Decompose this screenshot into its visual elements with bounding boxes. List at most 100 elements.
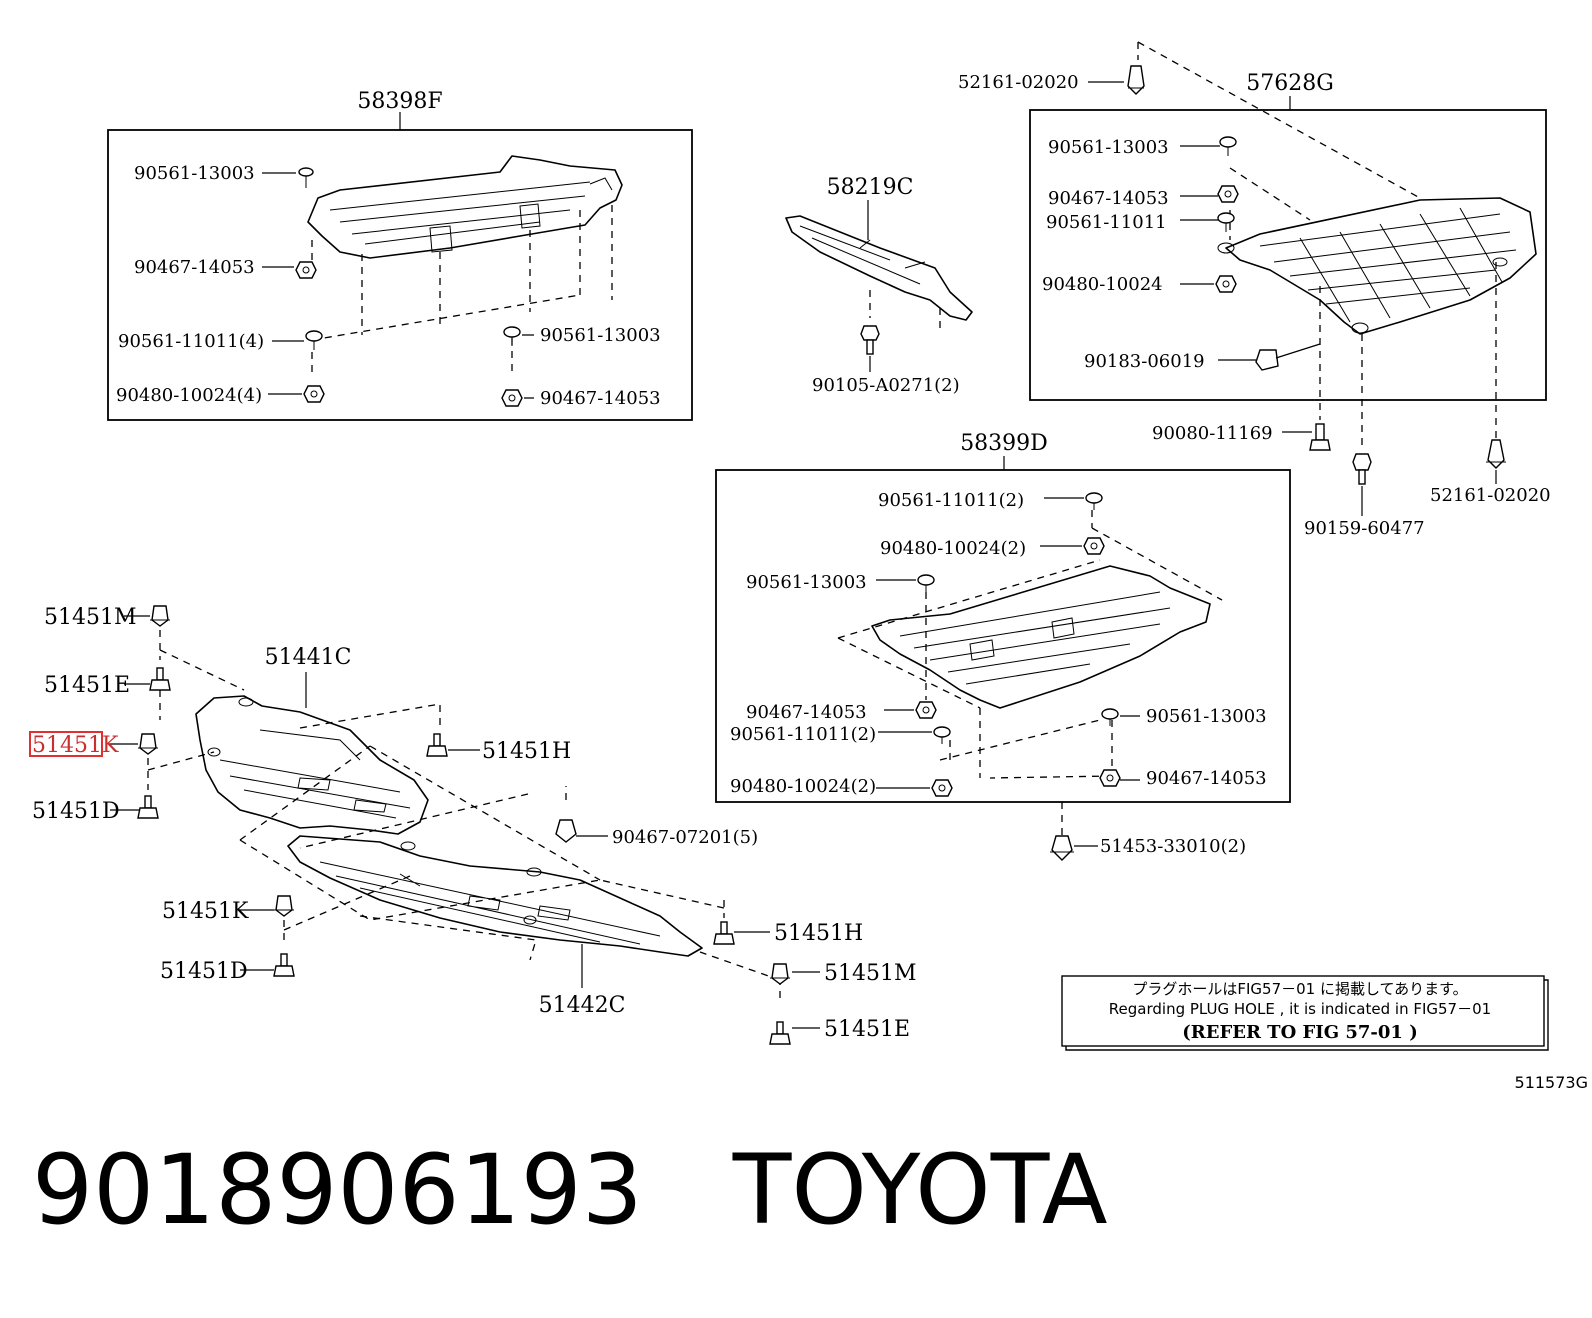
- label-90105-A0271-2: 90105-A0271(2): [812, 375, 960, 396]
- group-58398F: 58398F 90561: [107, 89, 693, 421]
- label-90480-10024-4: 90480-10024(4): [116, 385, 262, 406]
- group-57628G-title: 57628G: [1246, 71, 1334, 96]
- nut-icon: [1217, 185, 1239, 203]
- clip-icon: [1050, 835, 1074, 861]
- note-box: プラグホールはFIG57－01 に掲載してあります。 Regarding PLU…: [1061, 975, 1549, 1051]
- label-52161-02020: 52161-02020: [958, 72, 1079, 93]
- label-51451M: 51451M: [44, 605, 137, 630]
- label-90480-10024-2: 90480-10024(2): [730, 776, 876, 797]
- label-52161-02020: 52161-02020: [1430, 485, 1551, 506]
- label-51442C: 51442C: [539, 993, 626, 1018]
- bolt-icon: [149, 667, 171, 691]
- label-90561-11011-2: 90561-11011(2): [730, 724, 876, 745]
- label-51451K-highlighted: 51451K: [32, 733, 119, 758]
- label-51451H: 51451H: [774, 921, 863, 946]
- clip-icon: [1127, 65, 1145, 95]
- label-90561-13003: 90561-13003: [1146, 706, 1267, 727]
- label-90467-14053: 90467-14053: [134, 257, 255, 278]
- bolt-icon: [860, 325, 880, 355]
- nut-icon: [915, 701, 937, 719]
- label-90467-07201-5: 90467-07201(5): [612, 827, 758, 848]
- label-90480-10024-2: 90480-10024(2): [880, 538, 1026, 559]
- bolt-icon: [713, 921, 735, 945]
- label-90561-13003: 90561-13003: [134, 163, 255, 184]
- group-57628G: 57628G 52161-02020 90561-13003 90467-: [958, 41, 1551, 539]
- group-58399D-frame: [715, 469, 1291, 803]
- label-90080-11169: 90080-11169: [1152, 423, 1273, 444]
- nut-icon: [1083, 537, 1105, 555]
- label-90467-14053: 90467-14053: [1048, 188, 1169, 209]
- group-58398F-title: 58398F: [357, 89, 442, 114]
- label-51451M: 51451M: [824, 961, 917, 986]
- label-90159-60477: 90159-60477: [1304, 518, 1425, 539]
- footer-caption: 9018906193 TOYOTA: [32, 1135, 1108, 1245]
- clip-icon: [138, 733, 158, 755]
- clip-icon: [298, 167, 314, 188]
- nut-icon: [931, 779, 953, 797]
- front-cover-51441C: [195, 695, 429, 835]
- nut-icon: [1215, 275, 1237, 293]
- bolt-icon: [769, 1021, 791, 1045]
- bolt-icon: [273, 953, 295, 977]
- clip-icon: [1101, 708, 1119, 726]
- engine-under-cover-58398F: [307, 155, 623, 259]
- label-90561-13003: 90561-13003: [746, 572, 867, 593]
- bolt-icon: [1352, 453, 1372, 485]
- brand-name: TOYOTA: [732, 1134, 1108, 1246]
- clip-icon: [1217, 212, 1235, 232]
- label-90467-14053: 90467-14053: [1146, 768, 1267, 789]
- label-51451D: 51451D: [32, 799, 120, 824]
- clip-icon: [1486, 439, 1506, 469]
- group-front-covers: 51441C 51442C 51451M 51: [29, 605, 917, 1045]
- label-90467-14053: 90467-14053: [746, 702, 867, 723]
- label-90480-10024: 90480-10024: [1042, 274, 1163, 295]
- nut-icon: [555, 819, 577, 843]
- highlight-box: [29, 731, 103, 757]
- label-51441C: 51441C: [265, 645, 352, 670]
- label-51451H: 51451H: [482, 739, 571, 764]
- clip-icon: [770, 963, 790, 985]
- part-number: 9018906193: [32, 1134, 643, 1246]
- nut-icon: [295, 261, 317, 279]
- label-51451D: 51451D: [160, 959, 248, 984]
- bolt-icon: [137, 795, 159, 819]
- clip-icon: [305, 330, 323, 350]
- clip-icon: [917, 574, 935, 594]
- note-english-text: Regarding PLUG HOLE , it is indicated in…: [1109, 1000, 1491, 1018]
- note-japanese-text: プラグホールはFIG57－01 に掲載してあります。: [1132, 980, 1467, 998]
- label-51451E: 51451E: [44, 673, 130, 698]
- label-90561-11011-4: 90561-11011(4): [118, 331, 264, 352]
- clip-icon: [1085, 492, 1103, 510]
- label-90561-13003: 90561-13003: [1048, 137, 1169, 158]
- engine-under-cover-58399D: [871, 565, 1211, 709]
- label-90561-11011-2: 90561-11011(2): [878, 490, 1024, 511]
- clip-icon: [274, 895, 294, 917]
- group-58399D: 58399D 90561-11011(2) 90480-10024(2) 905…: [715, 431, 1291, 861]
- label-51453-33010-2: 51453-33010(2): [1100, 836, 1246, 857]
- clip-icon: [150, 605, 170, 627]
- label-90467-14053: 90467-14053: [540, 388, 661, 409]
- nut-icon: [303, 385, 325, 403]
- clip-icon: [1219, 136, 1237, 156]
- engine-under-cover-57628G: [1217, 197, 1537, 335]
- clip-icon: [503, 326, 521, 346]
- label-90561-13003: 90561-13003: [540, 325, 661, 346]
- bolt-icon: [426, 733, 448, 757]
- group-58399D-title: 58399D: [960, 431, 1048, 456]
- clip-icon: [933, 726, 951, 744]
- nut-icon: [1099, 769, 1121, 787]
- front-cover-51442C: [287, 835, 703, 957]
- group-58219C: 58219C 90105-A0271(2): [785, 175, 973, 396]
- label-51451E: 51451E: [824, 1017, 910, 1042]
- bracket-nut-icon: [1255, 349, 1279, 371]
- figure-code: 511573G: [1515, 1073, 1588, 1092]
- label-90183-06019: 90183-06019: [1084, 351, 1205, 372]
- bolt-icon: [1309, 423, 1331, 451]
- group-58219C-title: 58219C: [827, 175, 914, 200]
- label-90561-11011: 90561-11011: [1046, 212, 1167, 233]
- note-refer-text: (REFER TO FIG 57-01 ): [1182, 1022, 1417, 1043]
- label-51451K: 51451K: [162, 899, 249, 924]
- nut-icon: [501, 389, 523, 407]
- bracket-58219C: [785, 215, 973, 321]
